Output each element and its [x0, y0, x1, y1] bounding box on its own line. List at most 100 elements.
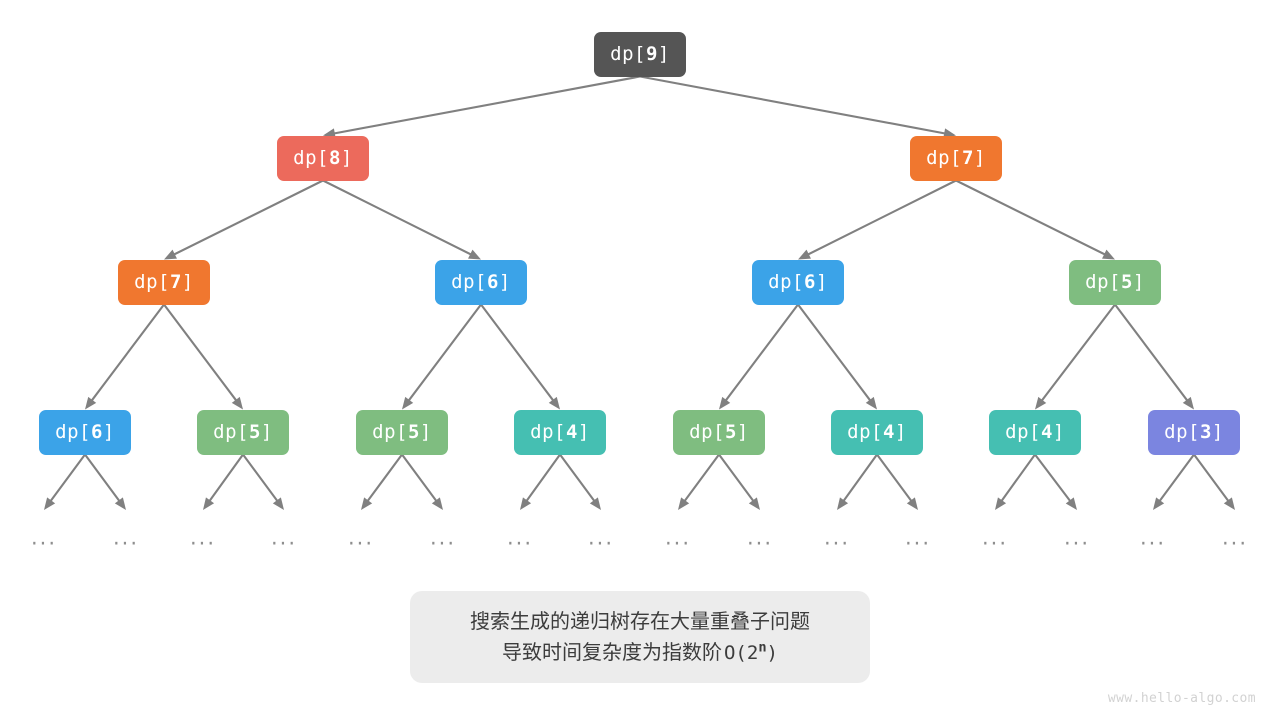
leaf-edge-13 — [1033, 453, 1077, 510]
node-label-prefix: dp[ — [213, 421, 249, 443]
node-label-index: 5 — [724, 421, 737, 443]
leaf-edge-0 — [44, 453, 87, 510]
node-label-suffix: ] — [260, 421, 273, 443]
node-label-suffix: ] — [577, 421, 590, 443]
node-label-suffix: ] — [973, 147, 986, 169]
edge-n4-to-n10 — [479, 303, 560, 410]
node-label-suffix: ] — [736, 421, 749, 443]
caption-line-2: 导致时间复杂度为指数阶 O(2n) — [502, 637, 778, 668]
node-label-index: 6 — [90, 421, 103, 443]
ellipsis-marker: ... — [587, 525, 615, 550]
node-label-index: 5 — [248, 421, 261, 443]
leaf-edge-9 — [717, 453, 760, 510]
leaf-edge-4 — [361, 453, 404, 510]
tree-node-dp-5: dp[5] — [356, 409, 448, 455]
node-label-suffix: ] — [1211, 421, 1224, 443]
node-label-suffix: ] — [815, 271, 828, 293]
caption-line-1: 搜索生成的递归树存在大量重叠子问题 — [470, 608, 810, 633]
complexity-notation: O(2n) — [724, 639, 778, 668]
leaf-edge-15 — [1192, 453, 1235, 510]
tree-node-dp-7: dp[7] — [910, 135, 1002, 181]
tree-node-dp-3: dp[3] — [1148, 409, 1240, 455]
ellipsis-marker: ... — [112, 525, 140, 550]
node-label-index: 4 — [1040, 421, 1053, 443]
complexity-close: ) — [766, 641, 778, 664]
complexity-exponent: n — [758, 639, 767, 656]
node-label-prefix: dp[ — [372, 421, 408, 443]
node-label-suffix: ] — [657, 43, 670, 65]
edge-n3-to-n8 — [162, 303, 243, 410]
leaf-edge-6 — [520, 453, 562, 510]
node-label-index: 6 — [803, 271, 816, 293]
tree-node-dp-6: dp[6] — [435, 259, 527, 305]
complexity-base: O(2 — [723, 641, 759, 664]
ellipsis-marker: ... — [189, 525, 217, 550]
ellipsis-marker: ... — [664, 525, 692, 550]
ellipsis-marker: ... — [30, 525, 58, 550]
node-label-prefix: dp[ — [1164, 421, 1200, 443]
node-label-prefix: dp[ — [530, 421, 566, 443]
node-label-index: 3 — [1199, 421, 1212, 443]
ellipsis-marker: ... — [347, 525, 375, 550]
ellipsis-marker: ... — [823, 525, 851, 550]
node-label-prefix: dp[ — [1005, 421, 1041, 443]
node-label-index: 4 — [565, 421, 578, 443]
watermark: www.hello-algo.com — [1107, 691, 1256, 706]
edge-n1-to-n4 — [321, 179, 481, 260]
node-label-prefix: dp[ — [926, 147, 962, 169]
edge-n0-to-n2 — [638, 75, 956, 139]
node-label-index: 9 — [645, 43, 658, 65]
node-label-index: 5 — [1120, 271, 1133, 293]
leaf-edge-5 — [400, 453, 443, 510]
leaf-edge-3 — [241, 453, 284, 510]
tree-node-dp-5: dp[5] — [197, 409, 289, 455]
tree-node-dp-6: dp[6] — [39, 409, 131, 455]
leaf-edge-10 — [837, 453, 879, 510]
leaf-edge-14 — [1153, 453, 1196, 510]
node-label-suffix: ] — [1132, 271, 1145, 293]
caption-box: 搜索生成的递归树存在大量重叠子问题 导致时间复杂度为指数阶 O(2n) — [410, 591, 870, 683]
ellipsis-marker: ... — [429, 525, 457, 550]
tree-node-dp-8: dp[8] — [277, 135, 369, 181]
tree-node-dp-7: dp[7] — [118, 259, 210, 305]
edge-n1-to-n3 — [164, 179, 325, 260]
node-label-prefix: dp[ — [451, 271, 487, 293]
node-label-suffix: ] — [894, 421, 907, 443]
node-label-suffix: ] — [181, 271, 194, 293]
node-label-index: 8 — [328, 147, 341, 169]
ellipsis-marker: ... — [270, 525, 298, 550]
edge-n5-to-n11 — [719, 303, 800, 410]
ellipsis-marker: ... — [746, 525, 774, 550]
node-label-prefix: dp[ — [610, 43, 646, 65]
caption-line-2-text: 导致时间复杂度为指数阶 — [501, 639, 722, 664]
leaf-edge-8 — [678, 453, 721, 510]
node-label-suffix: ] — [102, 421, 115, 443]
edge-n2-to-n5 — [798, 179, 958, 260]
edge-n6-to-n13 — [1035, 303, 1117, 410]
tree-node-dp-4: dp[4] — [514, 409, 606, 455]
edge-n6-to-n14 — [1113, 303, 1194, 410]
leaf-edge-2 — [203, 453, 245, 510]
ellipsis-marker: ... — [1139, 525, 1167, 550]
node-label-index: 7 — [169, 271, 182, 293]
tree-node-dp-5: dp[5] — [1069, 259, 1161, 305]
tree-node-dp-5: dp[5] — [673, 409, 765, 455]
node-label-prefix: dp[ — [134, 271, 170, 293]
leaf-edge-7 — [558, 453, 601, 510]
node-label-index: 6 — [486, 271, 499, 293]
edge-n0-to-n1 — [323, 75, 642, 139]
node-label-prefix: dp[ — [768, 271, 804, 293]
tree-node-dp-6: dp[6] — [752, 259, 844, 305]
ellipsis-marker: ... — [1221, 525, 1249, 550]
ellipsis-marker: ... — [1063, 525, 1091, 550]
node-label-prefix: dp[ — [293, 147, 329, 169]
edge-n4-to-n9 — [402, 303, 483, 410]
node-label-index: 4 — [882, 421, 895, 443]
edge-n2-to-n6 — [954, 179, 1115, 260]
leaf-edge-11 — [875, 453, 918, 510]
edge-n3-to-n7 — [85, 303, 166, 410]
node-label-suffix: ] — [340, 147, 353, 169]
leaf-edge-12 — [995, 453, 1037, 510]
node-label-suffix: ] — [419, 421, 432, 443]
